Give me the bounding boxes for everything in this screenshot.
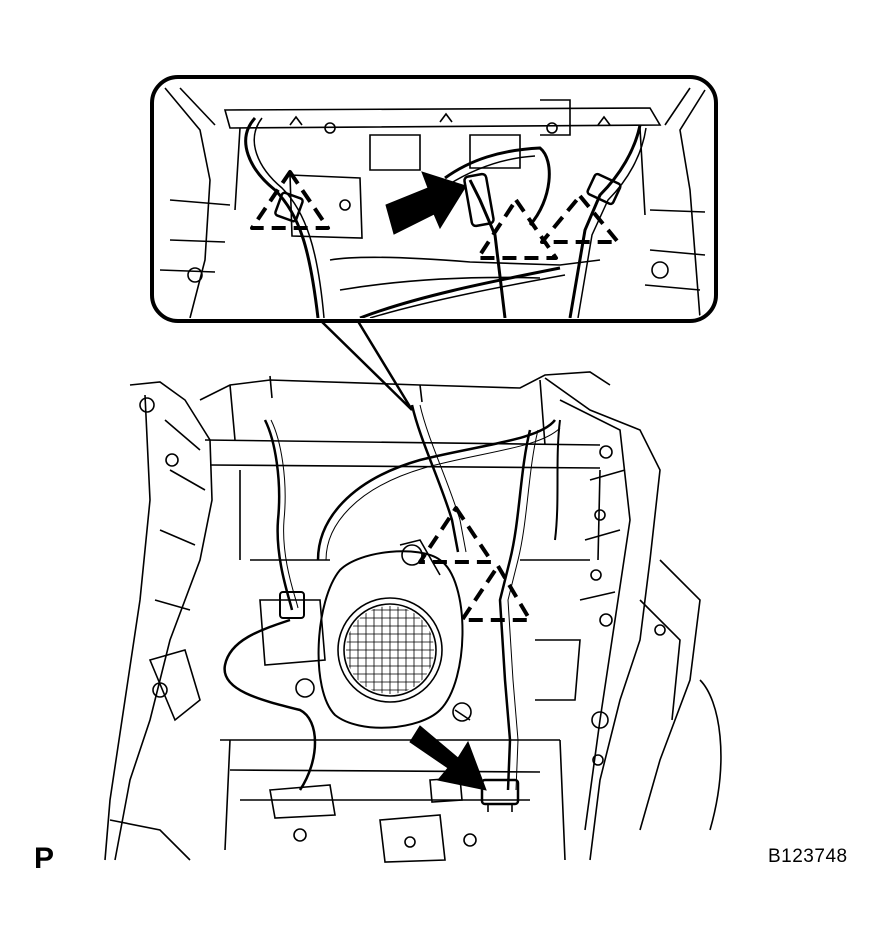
pointer-arrow: [385, 171, 467, 235]
view-letter: P: [34, 842, 55, 875]
callout-leader: [317, 317, 414, 411]
clip-marker-triangle: [418, 506, 494, 564]
clip-marker-triangle: [540, 194, 620, 244]
clip-marker-triangle: [460, 564, 532, 622]
mesh-grille: [346, 606, 434, 694]
pointer-arrow: [409, 725, 487, 791]
figure-code: B123748: [768, 846, 848, 867]
detail-inset-drawing: [159, 87, 706, 318]
clip-marker-triangle: [476, 198, 558, 260]
clip-markers-detail: [250, 170, 620, 260]
detail-callout: [150, 75, 718, 411]
clip-markers-main: [418, 506, 532, 622]
seat-frame-drawing: [104, 371, 722, 863]
clip-marker-triangle: [250, 170, 330, 230]
